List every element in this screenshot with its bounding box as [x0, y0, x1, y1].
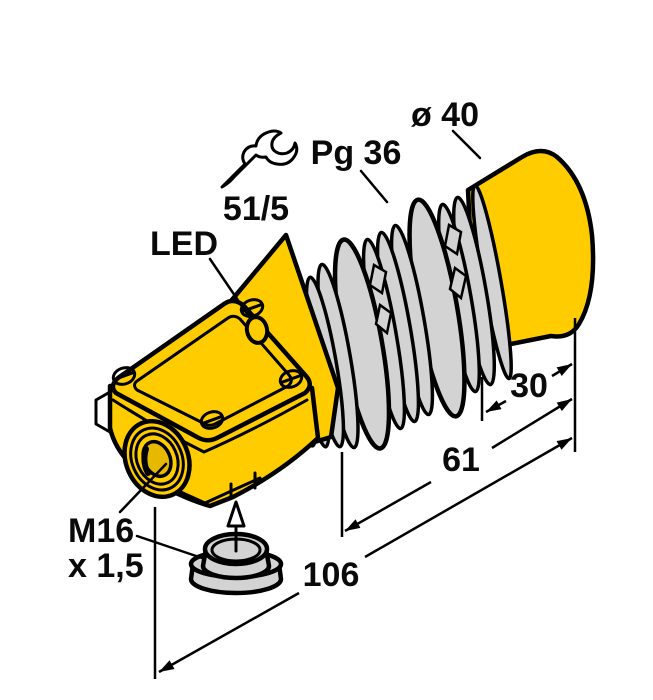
nut-facet	[374, 302, 393, 336]
label-wrench-size: 51/5	[223, 190, 289, 228]
dimension-30: 30	[485, 362, 573, 414]
label-mounting-thread: Pg 36	[311, 134, 402, 172]
dimension-106-value: 106	[303, 556, 360, 594]
leader-cable-entry-port	[118, 462, 168, 514]
cover-screw	[278, 369, 304, 389]
cover-screw	[199, 410, 225, 430]
label-cable-entry-line2: x 1,5	[68, 547, 144, 585]
housing-flange-seam	[111, 398, 309, 454]
up-arrow-icon	[226, 500, 246, 553]
wrench-icon	[220, 129, 299, 189]
label-head-diameter: ø 40	[411, 96, 479, 134]
label-cable-entry-line1: M16	[68, 512, 134, 550]
dimension-61: 61	[344, 397, 573, 533]
nut-facet	[368, 263, 388, 296]
nut-facet	[448, 265, 468, 301]
threaded-barrel	[263, 183, 513, 451]
led-indicator	[244, 315, 270, 345]
dimension-61-value: 61	[442, 441, 480, 479]
cable-entry-port	[122, 418, 192, 500]
leader-diameter	[451, 129, 482, 160]
cover-screw	[111, 366, 137, 386]
nut-facet	[443, 223, 463, 257]
housing-notch	[229, 471, 257, 500]
leader-thread	[359, 169, 389, 204]
housing-foot-step	[94, 390, 112, 434]
dimension-lines: 30 61 106	[153, 318, 577, 679]
label-led: LED	[150, 225, 218, 263]
dimension-106: 106	[158, 436, 573, 674]
leader-cable-entry-plug	[135, 534, 207, 561]
dimension-30-value: 30	[510, 367, 548, 405]
leader-led	[208, 257, 252, 320]
